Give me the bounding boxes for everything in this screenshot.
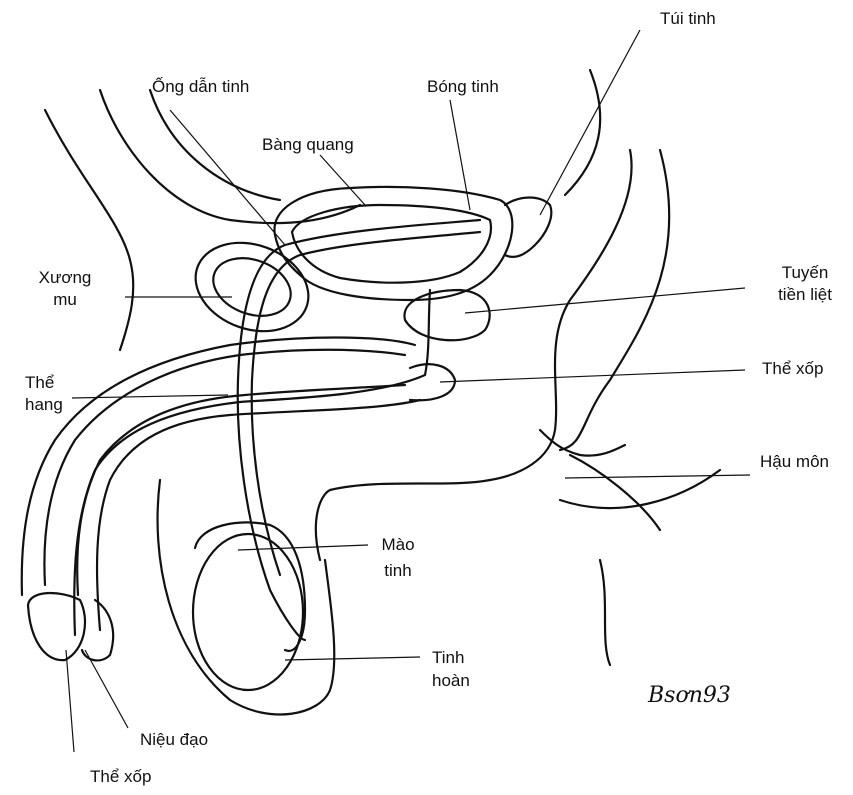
label-hau-mon: Hậu môn bbox=[760, 451, 829, 472]
corpus-cavernosum-bottom bbox=[77, 385, 405, 595]
leader-nieu-dao bbox=[85, 650, 128, 728]
vas-deferens-path bbox=[238, 220, 480, 640]
testis-shape bbox=[193, 534, 303, 690]
penis-outer-bottom bbox=[97, 400, 420, 630]
leader-bong-tinh bbox=[450, 100, 470, 210]
label-the-xop-right: Thể xốp bbox=[762, 358, 823, 379]
label-tuyen-tien-liet-line1: Tuyến bbox=[760, 262, 850, 283]
bladder-inner bbox=[292, 205, 491, 283]
leader-the-xop-right bbox=[440, 370, 745, 382]
label-xuong-mu-line2: mu bbox=[30, 289, 100, 310]
label-mao-tinh-line1: Mào bbox=[368, 534, 428, 555]
leader-tinh-hoan bbox=[285, 657, 420, 660]
body-outline-leg bbox=[560, 150, 720, 665]
body-outline-back bbox=[316, 70, 632, 560]
label-the-xop-bottom: Thể xốp bbox=[90, 766, 151, 787]
label-xuong-mu-line1: Xương bbox=[30, 267, 100, 288]
label-tinh-hoan-line2: hoàn bbox=[432, 670, 470, 691]
label-tuyen-tien-liet-line2: tiền liệt bbox=[760, 284, 850, 305]
leader-ong-dan-tinh bbox=[170, 110, 285, 245]
anus-detail bbox=[540, 430, 625, 456]
leader-tuyen-tien-liet bbox=[465, 288, 745, 313]
body-outline-front bbox=[45, 90, 360, 350]
label-tinh-hoan-line1: Tinh bbox=[432, 647, 464, 668]
glans-shape bbox=[28, 593, 85, 660]
label-ong-dan-tinh: Ống dẫn tinh bbox=[152, 76, 249, 97]
label-the-hang-line1: Thể bbox=[25, 372, 54, 393]
label-bong-tinh: Bóng tinh bbox=[427, 76, 499, 97]
label-mao-tinh-line2: tinh bbox=[368, 560, 428, 581]
label-nieu-dao: Niệu đạo bbox=[140, 729, 208, 750]
artist-signature: Bsơn93 bbox=[648, 683, 731, 708]
vas-deferens-path-2 bbox=[252, 232, 480, 575]
leader-hau-mon bbox=[565, 475, 750, 478]
leader-bang-quang bbox=[320, 155, 365, 205]
leader-the-hang bbox=[72, 395, 228, 398]
penis-outer-top bbox=[22, 338, 415, 596]
leader-the-xop-bottom bbox=[66, 650, 74, 752]
label-bang-quang: Bàng quang bbox=[262, 134, 354, 155]
epididymis-shape bbox=[195, 522, 305, 651]
label-the-hang-line2: hang bbox=[25, 394, 63, 415]
leader-tui-tinh bbox=[540, 30, 640, 215]
label-tui-tinh: Túi tinh bbox=[660, 8, 716, 29]
scrotum-outline bbox=[158, 480, 335, 714]
